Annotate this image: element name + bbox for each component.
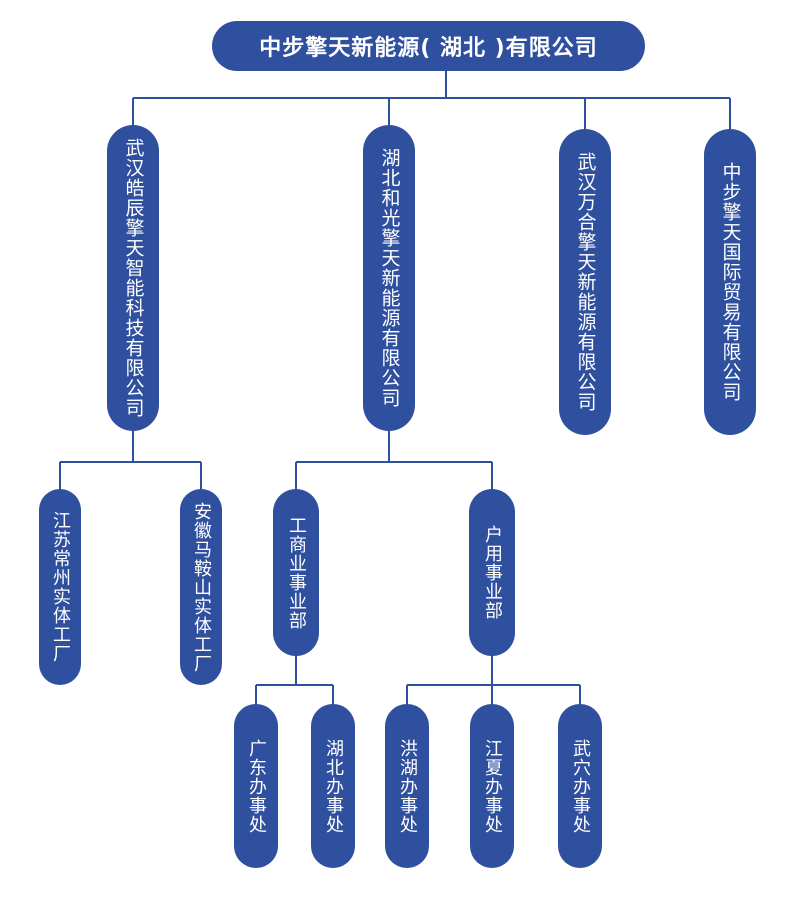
office-label: 洪湖办事处 (397, 738, 418, 834)
office-node-honghu: 洪湖办事处 (385, 704, 429, 868)
division-label: 户用事业部 (482, 525, 503, 620)
subsidiary-node-haochen: 武汉皓辰擎天智能科技有限公司 (107, 125, 159, 431)
factory-node-maanshan: 安徽马鞍山实体工厂 (180, 489, 222, 685)
subsidiary-node-trade: 中步擎天国际贸易有限公司 (704, 129, 756, 435)
factory-label: 江苏常州实体工厂 (50, 511, 71, 663)
division-node-residential: 户用事业部 (469, 489, 515, 656)
office-label: 江夏办事处 (482, 738, 503, 834)
office-node-jiangxia: 江夏办事处 (470, 704, 514, 868)
root-company-label: 中步擎天新能源( 湖北 )有限公司 (259, 36, 598, 61)
division-label: 工商业事业部 (286, 515, 307, 630)
subsidiary-label: 湖北和光擎天新能源有限公司 (378, 148, 401, 408)
subsidiary-node-heguang: 湖北和光擎天新能源有限公司 (363, 125, 415, 431)
subsidiary-label: 武汉皓辰擎天智能科技有限公司 (122, 138, 145, 418)
division-node-commercial: 工商业事业部 (273, 489, 319, 656)
office-node-hubei: 湖北办事处 (311, 704, 355, 868)
root-company-node: 中步擎天新能源( 湖北 )有限公司 (212, 21, 645, 71)
subsidiary-label: 中步擎天国际贸易有限公司 (719, 162, 742, 402)
office-label: 湖北办事处 (323, 738, 344, 834)
office-label: 武穴办事处 (570, 738, 591, 834)
office-label: 广东办事处 (246, 738, 267, 834)
factory-label: 安徽马鞍山实体工厂 (191, 501, 212, 673)
factory-node-changzhou: 江苏常州实体工厂 (39, 489, 81, 685)
subsidiary-label: 武汉万合擎天新能源有限公司 (574, 152, 597, 412)
subsidiary-node-wanhe: 武汉万合擎天新能源有限公司 (559, 129, 611, 435)
office-node-wuxue: 武穴办事处 (558, 704, 602, 868)
office-node-guangdong: 广东办事处 (234, 704, 278, 868)
